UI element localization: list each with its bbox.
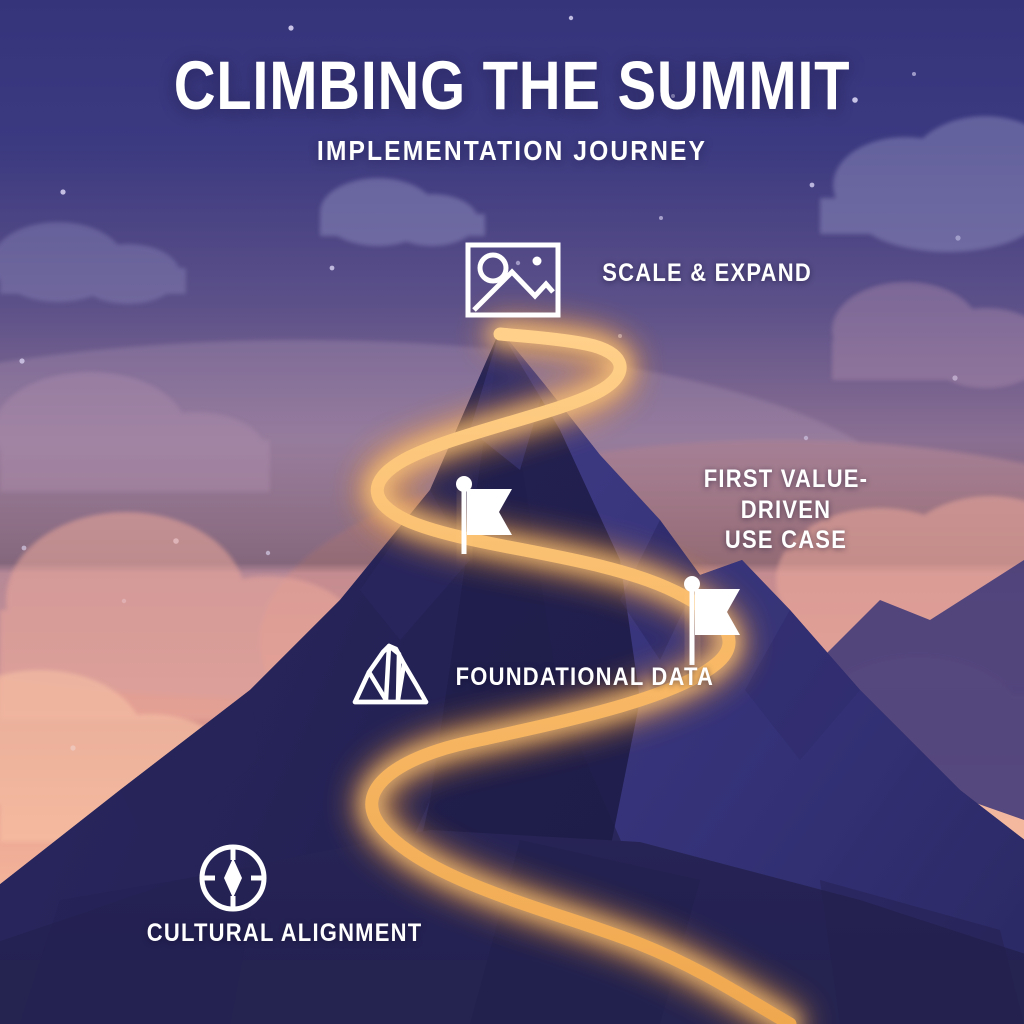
milestone-label-cultural-alignment: CULTURAL ALIGNMENT	[146, 919, 423, 947]
page-title: CLIMBING THE SUMMIT	[173, 47, 851, 124]
milestone-label-foundational-data: FOUNDATIONAL DATA	[455, 663, 715, 691]
milestone-label-scale-expand: SCALE & EXPAND	[602, 259, 812, 287]
flag-pole	[689, 587, 695, 665]
flag-pole	[461, 486, 467, 554]
base-facet-b	[820, 880, 1024, 1024]
rock-boulder-icon	[352, 643, 429, 705]
flag-finial	[456, 476, 472, 492]
compass-icon	[199, 844, 267, 912]
image-landscape-icon	[465, 242, 561, 318]
back-ridge-right	[740, 560, 1024, 820]
flag-marker-upper	[456, 476, 512, 554]
flag-banner	[467, 489, 512, 535]
mountain-facet-d	[745, 610, 860, 760]
page-subtitle: IMPLEMENTATION JOURNEY	[316, 135, 708, 166]
clouds-upper	[0, 116, 1024, 304]
flag-marker-lower	[684, 576, 740, 665]
milestone-label-first-value-driven-use-case: FIRST VALUE-DRIVEN USE CASE	[703, 465, 869, 554]
flag-banner	[695, 589, 740, 635]
base-facet-c	[20, 866, 260, 1024]
mountain-facet-f	[120, 690, 260, 850]
clouds-mid	[0, 282, 1024, 492]
flag-finial	[684, 576, 700, 592]
